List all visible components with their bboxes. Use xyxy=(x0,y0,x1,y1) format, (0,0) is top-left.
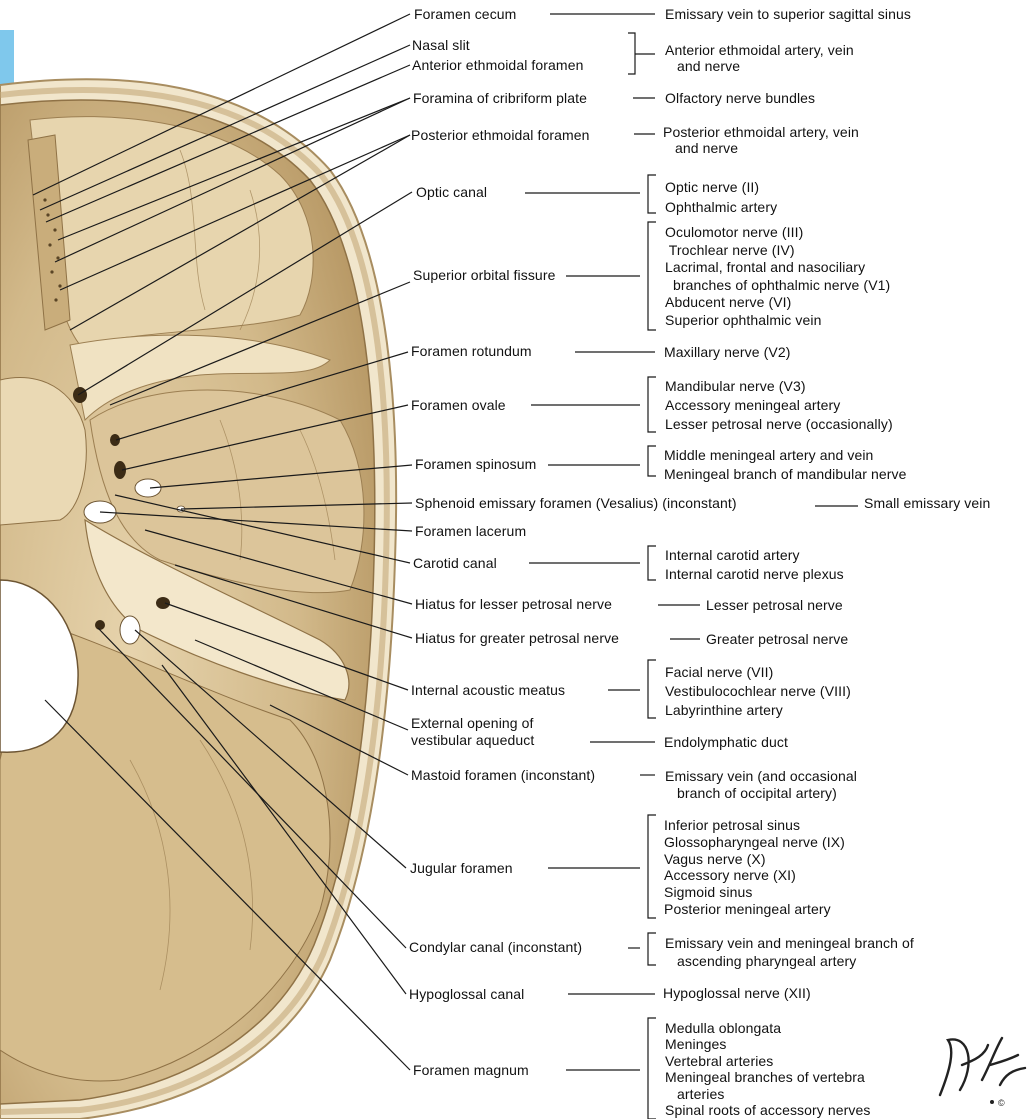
content-cribriform: Olfactory nerve bundles xyxy=(665,91,815,106)
content-hypoglossal-canal: Hypoglossal nerve (XII) xyxy=(663,986,811,1001)
svg-text:©: © xyxy=(998,1098,1005,1108)
bracket-condylar xyxy=(648,933,656,965)
label-foramen-spinosum: Foramen spinosum xyxy=(415,457,536,472)
label-nasal-slit: Nasal slit xyxy=(412,38,470,53)
label-cribriform-plate: Foramina of cribriform plate xyxy=(413,91,587,106)
bracket-magnum xyxy=(648,1018,656,1119)
bracket-optic xyxy=(648,175,656,213)
label-anterior-ethmoidal-foramen: Anterior ethmoidal foramen xyxy=(412,58,583,73)
label-foramen-lacerum: Foramen lacerum xyxy=(415,524,526,539)
content-foramen-ovale: Mandibular nerve (V3) Accessory meningea… xyxy=(665,377,893,434)
content-foramen-rotundum: Maxillary nerve (V2) xyxy=(664,345,790,360)
content-foramen-magnum: Medulla oblongata Meninges Vertebral art… xyxy=(665,1020,871,1118)
content-jugular-foramen: Inferior petrosal sinus Glossopharyngeal… xyxy=(664,817,845,918)
netter-signature-icon: © xyxy=(930,1010,1028,1119)
content-hiatus-lesser: Lesser petrosal nerve xyxy=(706,598,843,613)
label-optic-canal: Optic canal xyxy=(416,185,487,200)
content-internal-acoustic-meatus: Facial nerve (VII) Vestibulocochlear ner… xyxy=(665,663,851,720)
label-foramen-rotundum: Foramen rotundum xyxy=(411,344,532,359)
bracket-spinosum xyxy=(648,446,656,476)
content-superior-orbital-fissure: Oculomotor nerve (III) Trochlear nerve (… xyxy=(665,224,890,329)
foramen-spinosum-shape xyxy=(135,479,161,497)
label-condylar-canal: Condylar canal (inconstant) xyxy=(409,940,582,955)
jugular-foramen-shape xyxy=(120,616,140,644)
hypoglossal-canal-shape xyxy=(95,620,105,630)
content-sphenoid-emissary: Small emissary vein xyxy=(864,496,990,511)
bracket-carotid xyxy=(648,546,656,580)
label-internal-acoustic-meatus: Internal acoustic meatus xyxy=(411,683,565,698)
optic-canal-shape xyxy=(73,387,87,403)
content-vestibular-aqueduct: Endolymphatic duct xyxy=(664,735,788,750)
label-foramen-cecum: Foramen cecum xyxy=(414,7,516,22)
label-hiatus-greater-petrosal: Hiatus for greater petrosal nerve xyxy=(415,631,619,646)
label-foramen-magnum: Foramen magnum xyxy=(413,1063,529,1078)
label-carotid-canal: Carotid canal xyxy=(413,556,497,571)
bracket-sup-orbital xyxy=(648,222,656,330)
bracket-anterior-ethmoidal xyxy=(628,33,655,74)
label-hiatus-lesser-petrosal: Hiatus for lesser petrosal nerve xyxy=(415,597,612,612)
label-jugular-foramen: Jugular foramen xyxy=(410,861,513,876)
label-mastoid-foramen: Mastoid foramen (inconstant) xyxy=(411,768,595,783)
content-mastoid-foramen: Emissary vein (and occasional branch of … xyxy=(665,768,857,802)
content-foramen-cecum: Emissary vein to superior sagittal sinus xyxy=(665,7,911,22)
bracket-jugular xyxy=(648,815,656,918)
label-superior-orbital-fissure: Superior orbital fissure xyxy=(413,268,555,283)
label-vestibular-aqueduct: External opening of vestibular aqueduct xyxy=(411,715,534,749)
content-condylar-canal: Emissary vein and meningeal branch of as… xyxy=(665,934,914,970)
label-sphenoid-emissary-foramen: Sphenoid emissary foramen (Vesalius) (in… xyxy=(415,496,737,511)
foramen-rotundum-shape xyxy=(110,434,120,446)
content-foramen-spinosum: Middle meningeal artery and vein Meninge… xyxy=(664,446,907,484)
label-foramen-ovale: Foramen ovale xyxy=(411,398,506,413)
content-hiatus-greater: Greater petrosal nerve xyxy=(706,632,848,647)
label-hypoglossal-canal: Hypoglossal canal xyxy=(409,987,524,1002)
content-anterior-ethmoidal: Anterior ethmoidal artery, vein and nerv… xyxy=(665,42,854,74)
content-posterior-ethmoidal: Posterior ethmoidal artery, vein and ner… xyxy=(663,124,859,156)
internal-acoustic-meatus-shape xyxy=(156,597,170,609)
bracket-internal-acoustic xyxy=(648,660,656,718)
bracket-ovale xyxy=(648,377,656,432)
label-posterior-ethmoidal-foramen: Posterior ethmoidal foramen xyxy=(411,128,590,143)
content-carotid-canal: Internal carotid artery Internal carotid… xyxy=(665,546,844,584)
content-optic-canal: Optic nerve (II) Ophthalmic artery xyxy=(665,177,777,217)
